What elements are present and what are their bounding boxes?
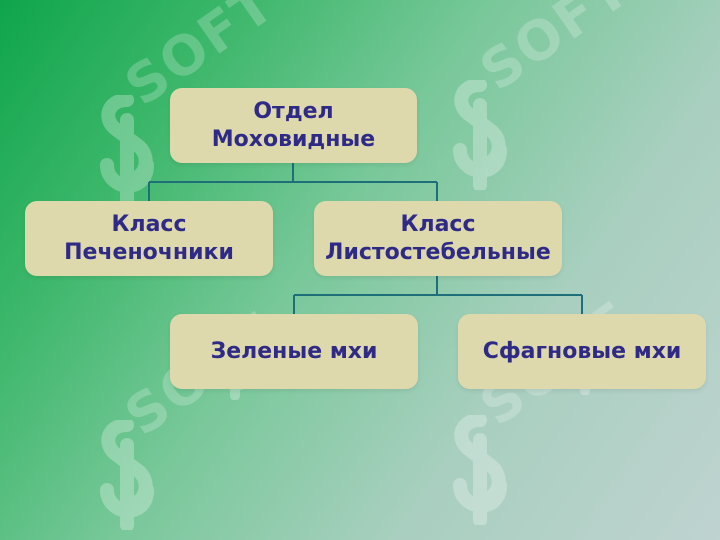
watermark-logo-icon [92,420,162,530]
watermark-logo-icon [445,80,515,190]
node-sphagnum-mosses: Сфагновые мхи [458,314,706,389]
node-leaf-right-label: Сфагновые мхи [482,338,682,364]
watermark-logo-icon [92,95,162,205]
node-class-left-line2: Печеночники [64,239,234,265]
node-root-line2: Моховидные [211,126,376,152]
node-class-left-line1: Класс [111,211,187,237]
node-root-line1: Отдел [253,98,334,124]
node-class-liverworts: Класс Печеночники [25,201,273,276]
node-class-right-line1: Класс [400,211,476,237]
node-class-leafy-mosses: Класс Листостебельные [314,201,562,276]
node-green-mosses: Зеленые мхи [170,314,418,389]
node-root-division: Отдел Моховидные [170,88,417,163]
node-class-right-line2: Листостебельные [325,239,551,265]
watermark-logo-icon [445,415,515,525]
node-leaf-left-label: Зеленые мхи [210,338,378,364]
